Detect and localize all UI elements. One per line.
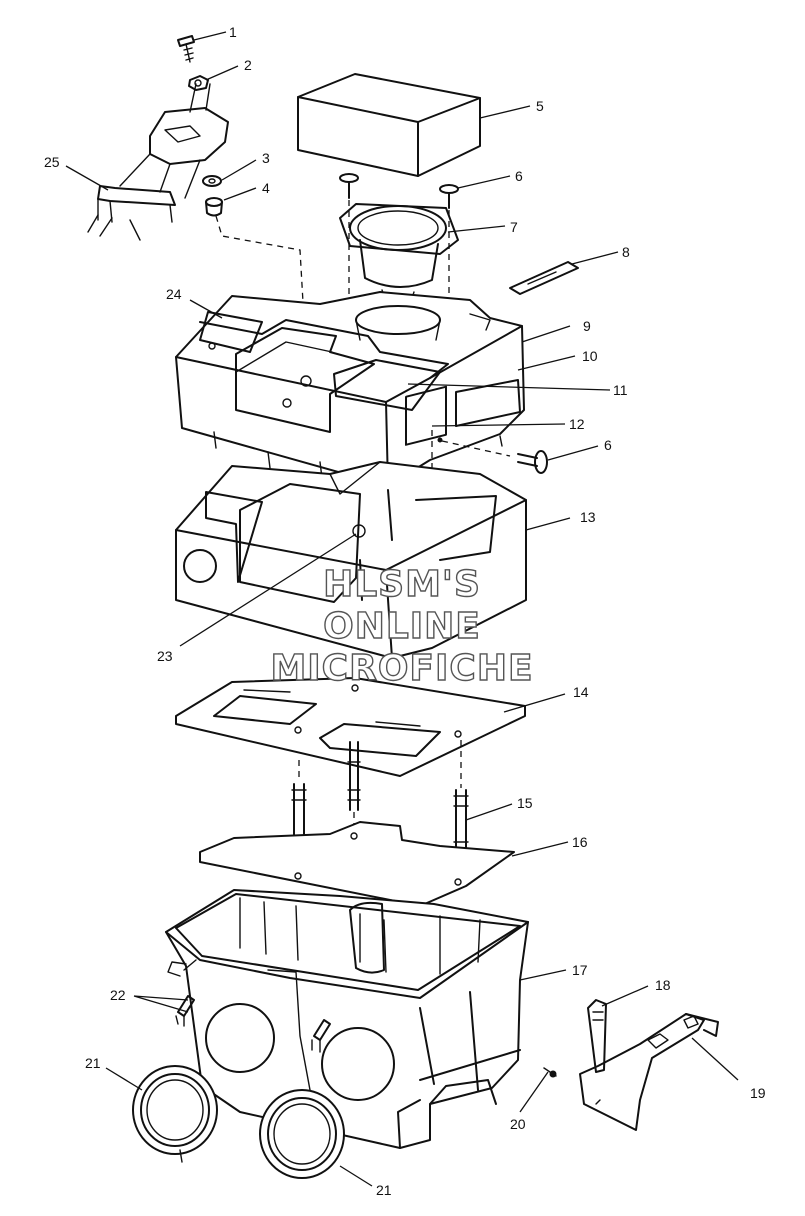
callout-9: 9 bbox=[583, 318, 591, 334]
callout-20: 20 bbox=[510, 1116, 526, 1132]
grommet-part bbox=[205, 197, 223, 217]
callout-8: 8 bbox=[622, 244, 630, 260]
small-screw-part bbox=[543, 1067, 557, 1078]
callout-16: 16 bbox=[572, 834, 588, 850]
airbox-lid-part bbox=[175, 291, 525, 487]
callout-5: 5 bbox=[536, 98, 544, 114]
leader-lines bbox=[65, 31, 739, 1187]
callout-3: 3 bbox=[262, 150, 270, 166]
clip-strip-part bbox=[509, 261, 579, 295]
watermark: HLSM'S ONLINE MICROFICHE bbox=[270, 563, 533, 689]
callout-25: 25 bbox=[44, 154, 60, 170]
callout-7: 7 bbox=[510, 219, 518, 235]
callout-11: 11 bbox=[613, 382, 628, 398]
watermark-line-2: ONLINE bbox=[323, 606, 481, 647]
callout-23: 23 bbox=[157, 648, 173, 664]
push-rivet-part bbox=[339, 173, 459, 209]
callout-21-left: 21 bbox=[85, 1055, 101, 1071]
side-push-rivet-part bbox=[437, 437, 548, 474]
callout-15: 15 bbox=[517, 795, 533, 811]
cable-bracket-part bbox=[87, 83, 229, 241]
boot-ring-part bbox=[132, 1065, 345, 1179]
callout-22: 22 bbox=[110, 987, 126, 1003]
washer-part bbox=[202, 175, 222, 187]
mount-bracket-part bbox=[579, 999, 719, 1131]
filter-element-part bbox=[339, 203, 459, 305]
callout-21-right: 21 bbox=[376, 1182, 392, 1198]
callout-17: 17 bbox=[572, 962, 588, 978]
callout-6-top: 6 bbox=[515, 168, 523, 184]
screw-part bbox=[177, 35, 195, 63]
callout-6-side: 6 bbox=[604, 437, 612, 453]
callout-24: 24 bbox=[166, 286, 182, 302]
callout-2: 2 bbox=[244, 57, 252, 73]
callout-labels: 1 2 3 4 5 6 7 8 9 10 11 12 6 13 14 15 16… bbox=[44, 24, 766, 1198]
callout-18: 18 bbox=[655, 977, 671, 993]
base-plate-part bbox=[199, 821, 515, 907]
foam-filter-part bbox=[297, 73, 481, 177]
gasket-plate-part bbox=[175, 677, 526, 777]
watermark-line-1: HLSM'S bbox=[323, 564, 481, 605]
hose-fitting-part bbox=[175, 995, 331, 1053]
callout-13: 13 bbox=[580, 509, 596, 525]
lower-airbox-part bbox=[165, 889, 529, 1149]
callout-12: 12 bbox=[569, 416, 585, 432]
nut-part bbox=[188, 75, 209, 91]
callout-14: 14 bbox=[573, 684, 589, 700]
callout-4: 4 bbox=[262, 180, 270, 196]
callout-10: 10 bbox=[582, 348, 598, 364]
standoff-part bbox=[291, 741, 469, 853]
callout-1: 1 bbox=[229, 24, 237, 40]
callout-19: 19 bbox=[750, 1085, 766, 1101]
watermark-line-3: MICROFICHE bbox=[270, 648, 533, 689]
airbox-middle-part bbox=[175, 461, 527, 659]
